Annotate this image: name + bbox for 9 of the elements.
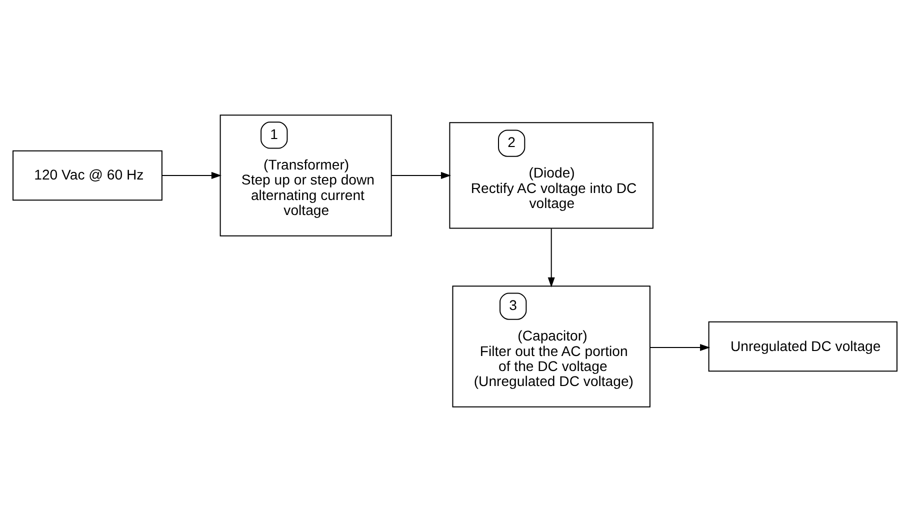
node-box: 2 (Diode) Rectify AC voltage into DC voltage xyxy=(448,122,653,228)
node-box: 1 (Transformer) Step up or step down alternating current voltage xyxy=(219,114,392,236)
arrow xyxy=(162,171,221,178)
node-box: 120 Vac @ 60 Hz xyxy=(12,150,162,200)
node-box: Unregulated DC voltage xyxy=(708,320,897,372)
arrow xyxy=(391,171,451,178)
arrow xyxy=(650,344,710,351)
node-box: 3 (Capacitor) Filter out the AC portion of the DC voltage (Unregulated DC voltage) xyxy=(452,285,650,407)
arrow xyxy=(547,228,554,287)
